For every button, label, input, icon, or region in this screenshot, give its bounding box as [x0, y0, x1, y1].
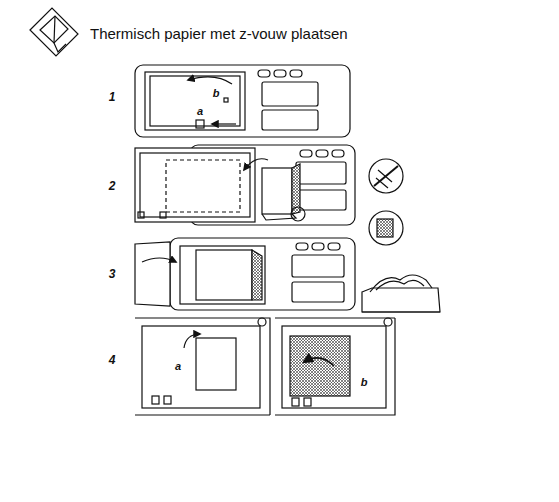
printer-step-1	[135, 65, 350, 137]
step-number: 3	[109, 268, 116, 280]
callout-letter: a	[174, 361, 182, 372]
step-number: 2	[109, 180, 116, 192]
callout-letter: b	[212, 88, 221, 99]
book-icon	[30, 8, 78, 56]
printer-step-2	[135, 145, 403, 245]
printer-step-4	[135, 318, 395, 415]
callout-letter: a	[196, 106, 204, 117]
diagram-title: Thermisch papier met z-vouw plaatsen	[90, 26, 348, 41]
printer-step-3	[135, 238, 440, 312]
step-number: 4	[109, 354, 116, 366]
callout-letter: b	[360, 377, 369, 388]
step-number: 1	[109, 91, 116, 103]
